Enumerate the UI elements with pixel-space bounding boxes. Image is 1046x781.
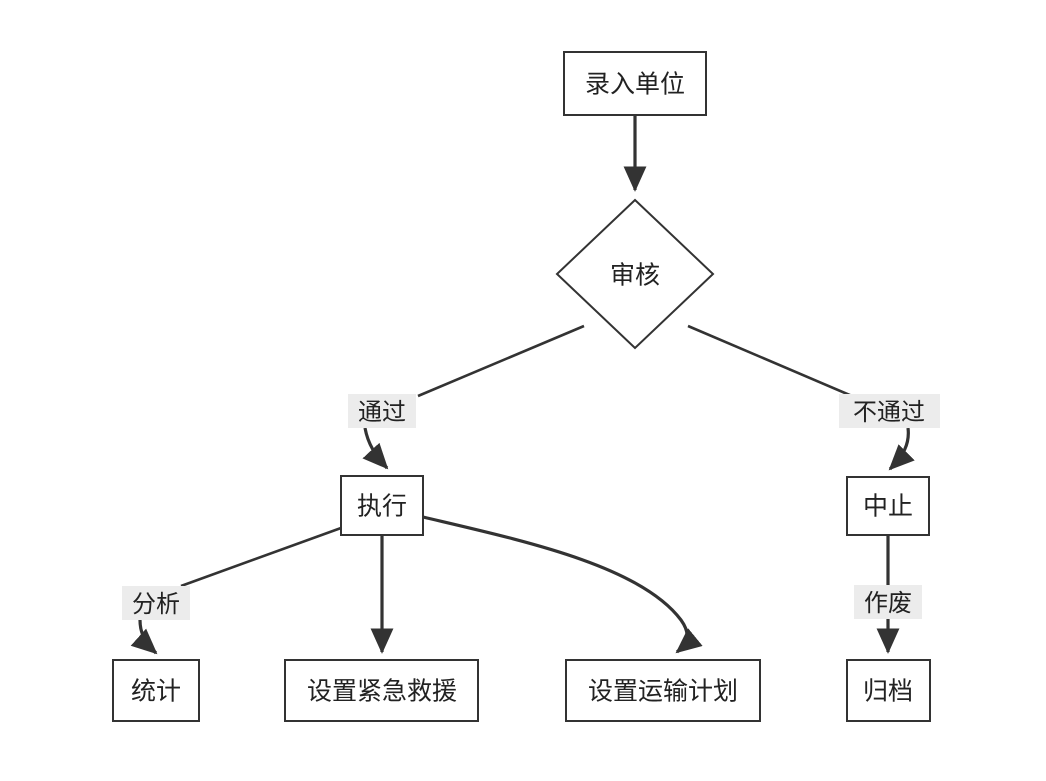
- node-review-diamond[interactable]: [555, 198, 715, 350]
- edge-label-pass-text: 通过: [358, 398, 406, 426]
- edge-labels-layer: 通过 不通过 分析 作废: [122, 394, 940, 620]
- node-terminate[interactable]: 中止: [846, 476, 930, 536]
- node-statistics-label: 统计: [131, 677, 181, 706]
- node-archive-label: 归档: [863, 677, 913, 706]
- edge-label-void: 作废: [854, 585, 922, 619]
- edge-label-fail-bg: [839, 394, 940, 428]
- node-set-emergency-rescue-label: 设置紧急救援: [307, 677, 457, 706]
- edge-review-to-pass-label[interactable]: [417, 324, 585, 398]
- node-set-transport-plan-box[interactable]: [565, 659, 761, 722]
- node-review[interactable]: 审核: [555, 198, 715, 350]
- node-terminate-box[interactable]: [846, 476, 930, 536]
- nodes-layer: 录入单位 审核 执行 中止 统计: [112, 51, 931, 722]
- edge-label-fail: 不通过: [839, 394, 940, 428]
- edge-label-analyze: 分析: [122, 586, 190, 620]
- node-entry-unit-box[interactable]: [563, 51, 707, 116]
- node-set-emergency-rescue-box[interactable]: [284, 659, 479, 722]
- node-entry-unit-label: 录入单位: [585, 70, 685, 99]
- node-entry-unit[interactable]: 录入单位: [563, 51, 707, 116]
- node-archive-box[interactable]: [846, 659, 931, 722]
- edge-label-void-text: 作废: [864, 589, 912, 617]
- edges-layer: [130, 115, 915, 655]
- edge-review-to-fail-label[interactable]: [687, 324, 853, 398]
- edge-label-pass-bg: [348, 394, 416, 428]
- node-statistics[interactable]: 统计: [112, 659, 200, 722]
- edge-fail-label-to-terminate[interactable]: [888, 427, 915, 471]
- node-set-transport-plan[interactable]: 设置运输计划: [565, 659, 761, 722]
- edge-pass-label-to-execute[interactable]: [362, 427, 389, 470]
- edge-execute-to-analyze-label[interactable]: [180, 526, 342, 588]
- node-execute-box[interactable]: [340, 475, 424, 536]
- edge-label-analyze-text: 分析: [132, 590, 180, 618]
- node-set-transport-plan-label: 设置运输计划: [588, 677, 738, 706]
- node-execute-label: 执行: [357, 492, 407, 521]
- edge-label-pass: 通过: [348, 394, 416, 428]
- edge-label-analyze-bg: [122, 586, 190, 620]
- edge-analyze-label-to-statistics[interactable]: [130, 619, 158, 655]
- node-terminate-label: 中止: [863, 492, 913, 521]
- node-set-emergency-rescue[interactable]: 设置紧急救援: [284, 659, 479, 722]
- edge-execute-to-transport[interactable]: [422, 515, 703, 654]
- edge-label-void-bg: [854, 585, 922, 619]
- node-statistics-box[interactable]: [112, 659, 200, 722]
- edge-label-fail-text: 不通过: [853, 398, 925, 426]
- node-review-label: 审核: [610, 261, 660, 290]
- node-execute[interactable]: 执行: [340, 475, 424, 536]
- node-archive[interactable]: 归档: [846, 659, 931, 722]
